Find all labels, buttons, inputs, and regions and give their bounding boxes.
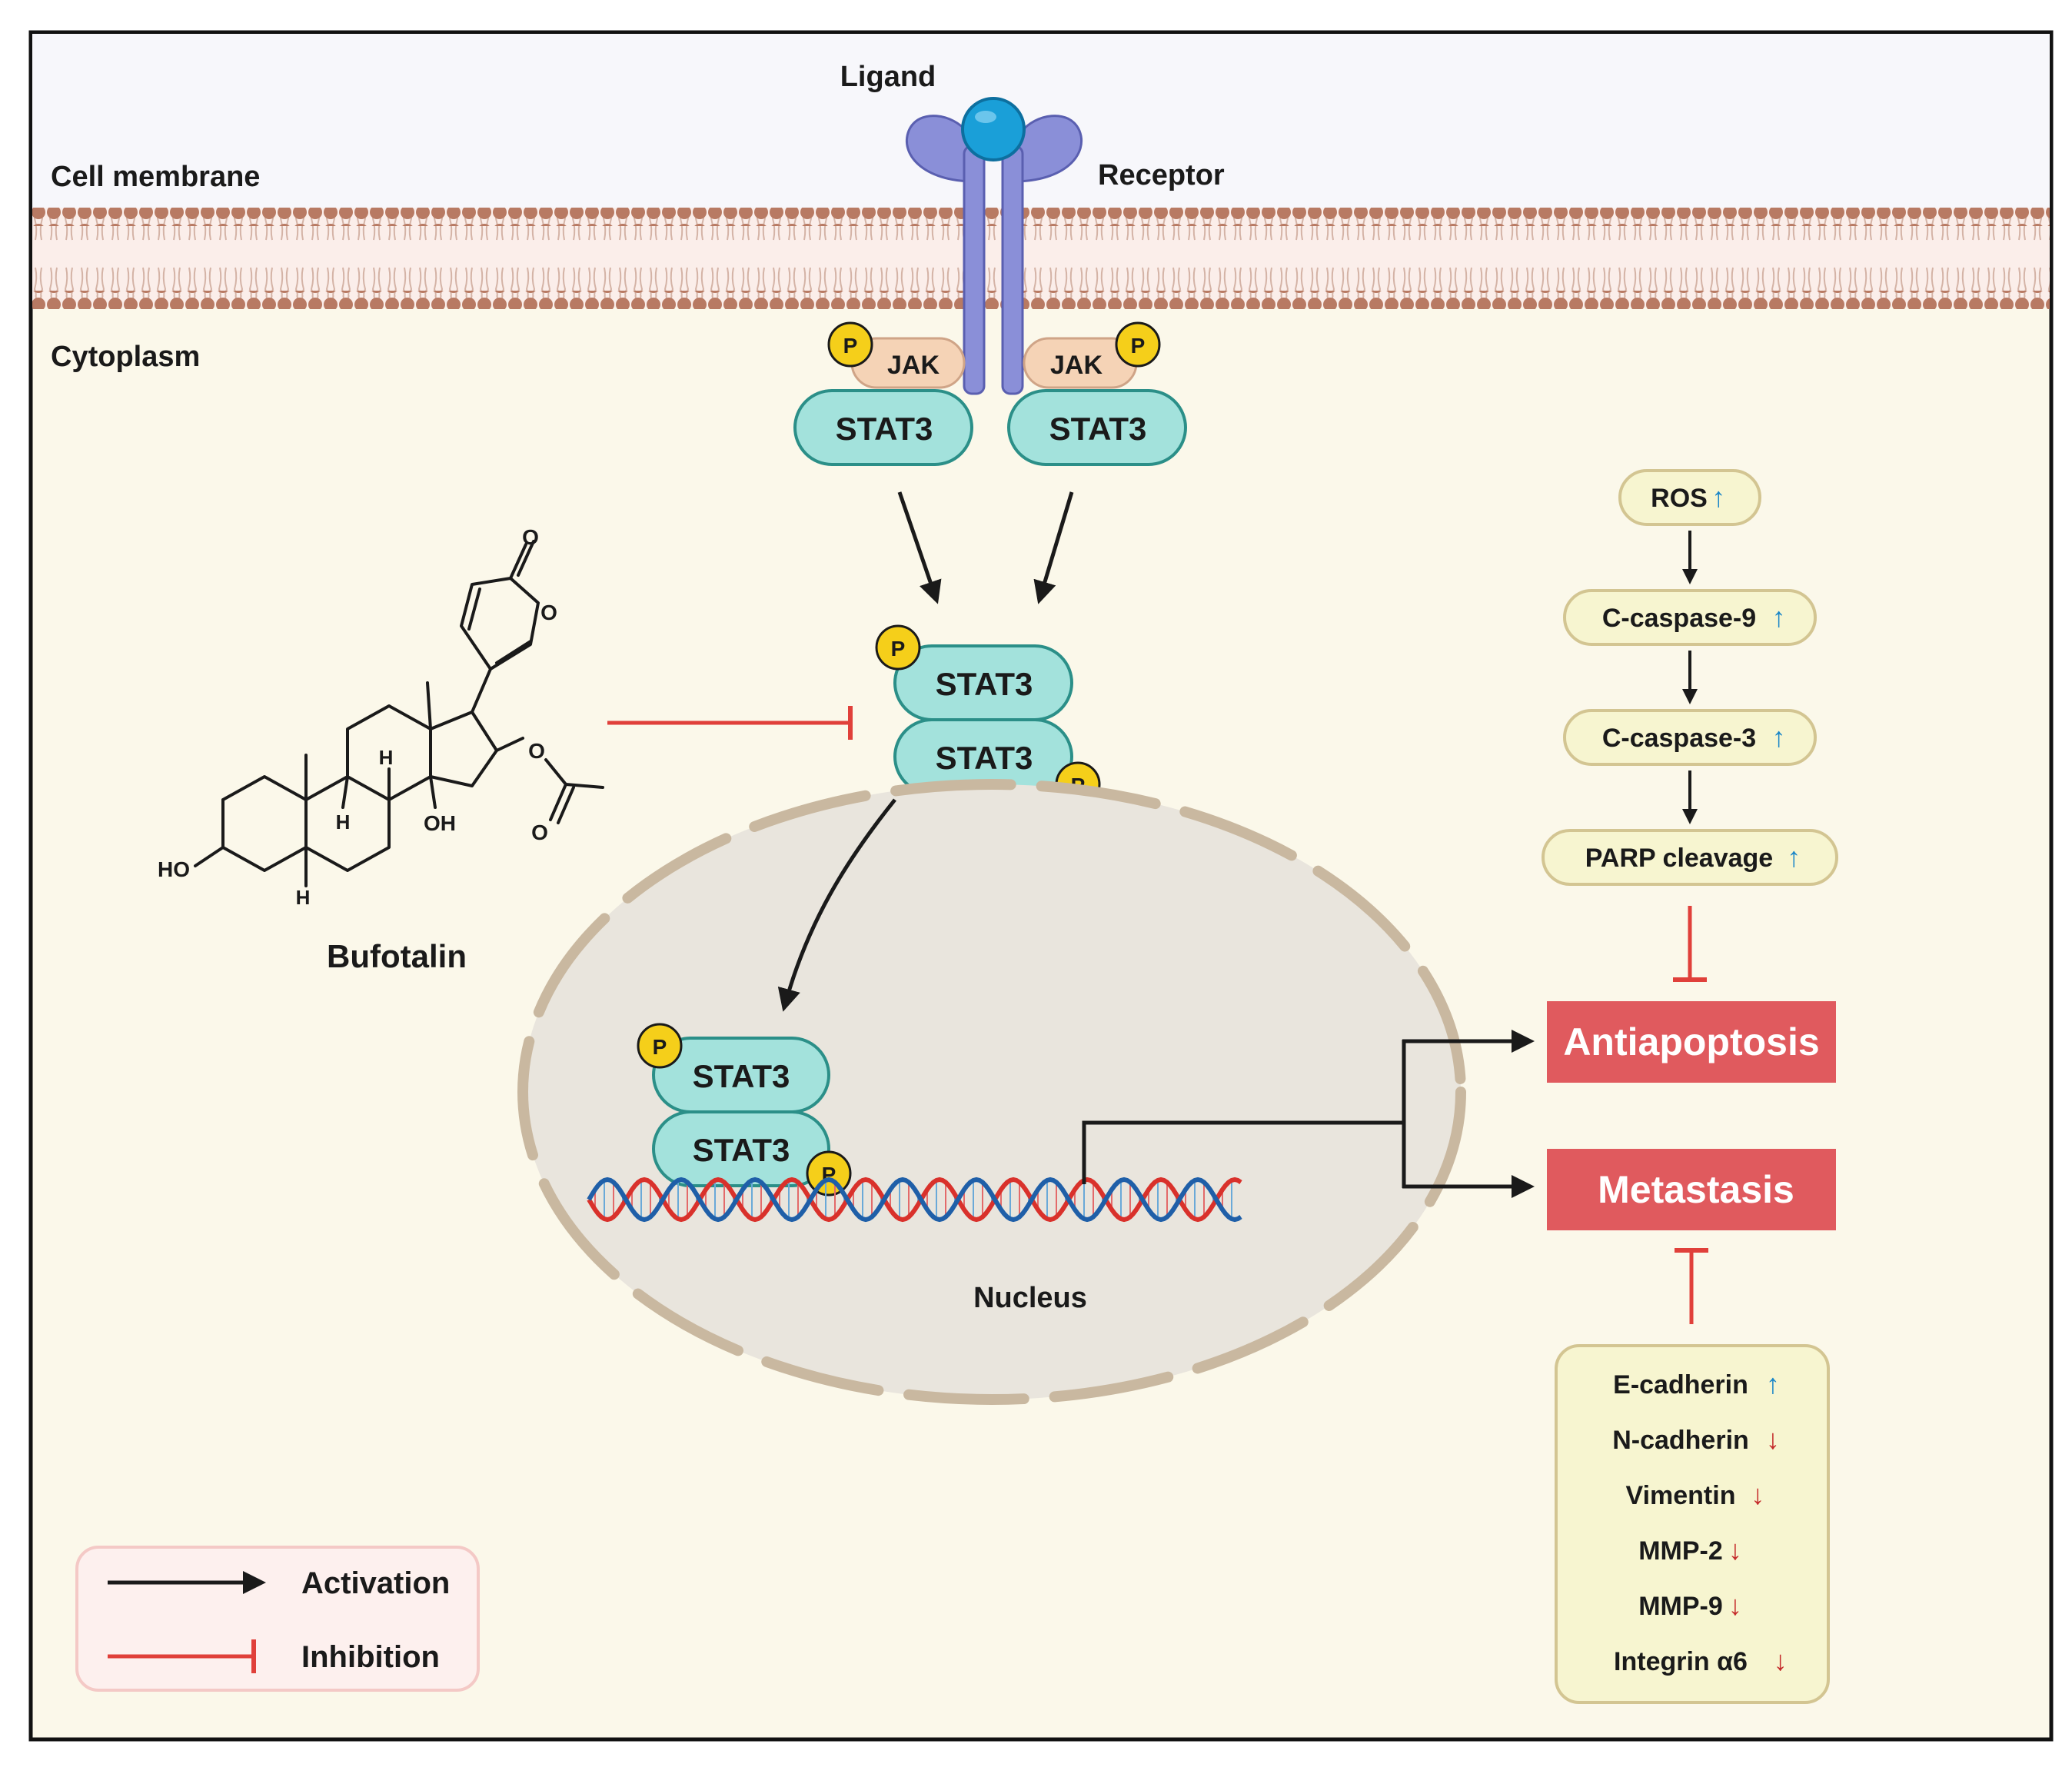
- svg-text:H: H: [336, 810, 351, 834]
- nucleus-label: Nucleus: [973, 1282, 1087, 1314]
- marker-label: Integrin α6: [1614, 1647, 1748, 1676]
- svg-text:H: H: [296, 886, 311, 909]
- receptor: [905, 115, 1083, 395]
- jak-right-label: JAK: [1050, 351, 1103, 380]
- jak-left-label: JAK: [887, 351, 940, 380]
- dna-strand-blue: [587, 1177, 1242, 1223]
- cascade-item-parp-cleavage: PARP cleavage ↑: [1542, 829, 1838, 886]
- cell-membrane: [32, 208, 2050, 309]
- marker-label: N-cadherin: [1612, 1426, 1749, 1455]
- marker-mmp-2: MMP-2↓: [1638, 1534, 1742, 1566]
- activation-arrow-left-stat3: [897, 491, 942, 604]
- stat3-receptor-left: STAT3: [793, 389, 973, 466]
- phospho-badge: [875, 624, 921, 671]
- svg-text:P: P: [843, 334, 858, 358]
- bufotalin-atom-labels: O O O O HO OH H H H: [158, 525, 557, 909]
- metastasis-markers-panel: E-cadherin↑N-cadherin↓Vimentin↓MMP-2↓MMP…: [1555, 1344, 1830, 1704]
- trend-up-icon: ↑: [1766, 1368, 1780, 1400]
- stat3-receptor-right: STAT3: [1007, 389, 1187, 466]
- receptor-label: Receptor: [1098, 159, 1225, 191]
- ligand-circle: [961, 97, 1026, 161]
- bufotalin-structure: [194, 540, 604, 887]
- phospho-badge-jak-right: P: [1115, 321, 1161, 368]
- bufotalin-label: Bufotalin: [327, 938, 467, 974]
- marker-label: Vimentin: [1626, 1481, 1736, 1510]
- trend-up-icon: ↑: [1787, 841, 1801, 873]
- transcription-output-arrows: [1082, 1030, 1535, 1198]
- trend-down-icon: ↓: [1751, 1479, 1764, 1510]
- marker-label: E-cadherin: [1613, 1370, 1748, 1400]
- ligand-label: Ligand: [840, 61, 936, 93]
- trend-down-icon: ↓: [1766, 1423, 1780, 1455]
- inhibition-bufotalin-stat3: [607, 706, 853, 740]
- antiapoptosis-box: Antiapoptosis: [1547, 1001, 1836, 1083]
- svg-text:O: O: [528, 739, 545, 763]
- nucleus: [517, 779, 1466, 1405]
- marker-e-cadherin: E-cadherin ↑: [1613, 1368, 1780, 1400]
- cytoplasm-label: Cytoplasm: [51, 341, 200, 373]
- cascade-item-label: C-caspase-9: [1602, 604, 1756, 633]
- jak-right: JAK: [1023, 337, 1138, 389]
- phospho-badge: [637, 1023, 683, 1069]
- inhibition-parp-antiapoptosis: [1673, 906, 1707, 982]
- svg-text:OH: OH: [424, 811, 456, 835]
- svg-text:O: O: [522, 525, 539, 549]
- metastasis-label: Metastasis: [1598, 1168, 1794, 1211]
- svg-text:STAT3: STAT3: [936, 740, 1033, 776]
- svg-text:P: P: [891, 637, 906, 661]
- dna-helix: [587, 1177, 1242, 1223]
- svg-text:STAT3: STAT3: [936, 666, 1033, 702]
- marker-mmp-9: MMP-9↓: [1638, 1589, 1742, 1621]
- svg-text:STAT3: STAT3: [693, 1058, 790, 1094]
- svg-text:STAT3: STAT3: [1049, 411, 1147, 447]
- dna-strand-red: [587, 1177, 1242, 1223]
- metastasis-box: Metastasis: [1547, 1149, 1836, 1230]
- legend: Activation Inhibition: [75, 1546, 480, 1692]
- svg-text:H: H: [379, 746, 394, 769]
- marker-label: MMP-2: [1638, 1536, 1723, 1566]
- cascade-item-label: PARP cleavage: [1585, 844, 1773, 873]
- stat3-dimer-nucleus: STAT3 STAT3 P P: [637, 1023, 852, 1197]
- svg-text:STAT3: STAT3: [836, 411, 933, 447]
- trend-down-icon: ↓: [1774, 1645, 1788, 1676]
- marker-n-cadherin: N-cadherin ↓: [1612, 1423, 1780, 1455]
- trend-up-icon: ↑: [1711, 481, 1725, 513]
- svg-text:O: O: [540, 601, 557, 624]
- translocation-arrow: [777, 798, 896, 1012]
- svg-text:O: O: [531, 820, 548, 844]
- marker-integrin-6: Integrin α6 ↓: [1614, 1645, 1788, 1676]
- cascade-item-label: C-caspase-3: [1602, 724, 1756, 753]
- apoptosis-cascade: ROS↑C-caspase-9↑C-caspase-3↑PARP cleavag…: [1542, 469, 1838, 886]
- cascade-item-c-caspase-9: C-caspase-9 ↑: [1563, 589, 1817, 646]
- cascade-item-label: ROS: [1651, 484, 1708, 513]
- svg-text:P: P: [653, 1035, 667, 1059]
- legend-activation-label: Activation: [301, 1566, 450, 1600]
- trend-up-icon: ↑: [1772, 601, 1786, 633]
- cell-membrane-label: Cell membrane: [51, 161, 260, 193]
- stat3-dimer-cytoplasm: STAT3 STAT3 P P: [875, 624, 1101, 807]
- activation-arrow-right-stat3: [1033, 491, 1074, 604]
- legend-inhibition-label: Inhibition: [301, 1640, 440, 1674]
- cascade-item-ros: ROS↑: [1618, 469, 1761, 526]
- marker-label: MMP-9: [1638, 1592, 1723, 1621]
- trend-up-icon: ↑: [1772, 721, 1786, 753]
- trend-down-icon: ↓: [1728, 1534, 1742, 1566]
- svg-text:HO: HO: [158, 857, 190, 881]
- svg-text:P: P: [1131, 334, 1146, 358]
- inhibition-markers-metastasis: [1675, 1248, 1708, 1324]
- trend-down-icon: ↓: [1728, 1589, 1742, 1621]
- svg-text:STAT3: STAT3: [693, 1132, 790, 1168]
- marker-vimentin: Vimentin ↓: [1626, 1479, 1765, 1510]
- jak-left: JAK: [850, 337, 966, 389]
- antiapoptosis-label: Antiapoptosis: [1563, 1020, 1819, 1063]
- cascade-item-c-caspase-3: C-caspase-3 ↑: [1563, 709, 1817, 766]
- phospho-badge-jak-left: P: [827, 321, 873, 368]
